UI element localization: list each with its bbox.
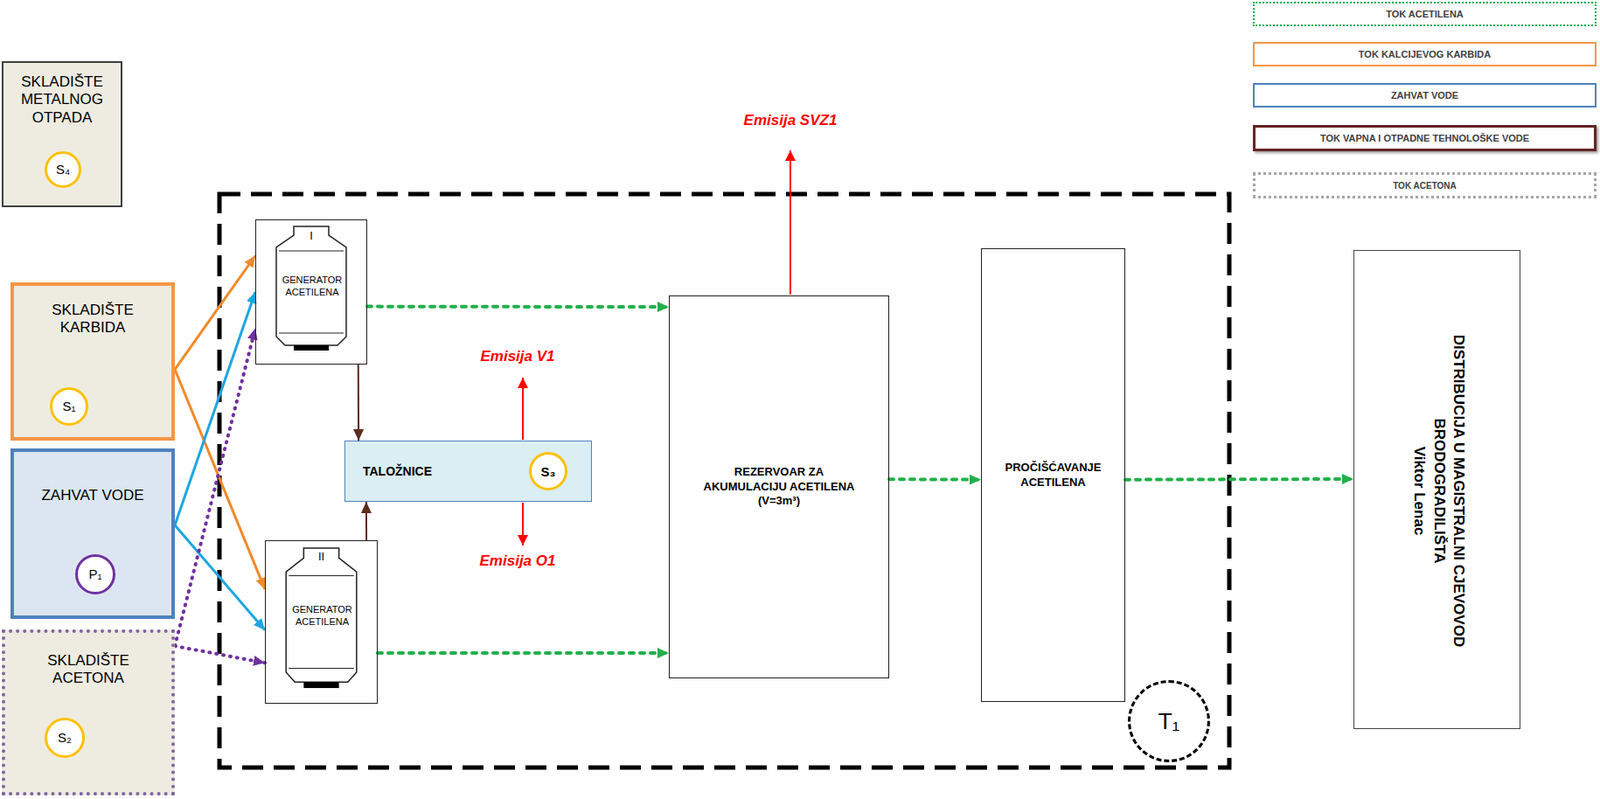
node-label: Viktor Lenac	[1408, 445, 1428, 536]
flow-connector	[377, 651, 669, 655]
emission-label: Emisija SVZ1	[744, 111, 838, 130]
node-label: GENERATOR ACETILENA	[277, 274, 348, 300]
legend-item: TOK ACETONA	[1252, 172, 1597, 199]
storage-box: SKLADIŠTE ACETONA S₂	[1, 629, 175, 796]
reservoir-box: REZERVOAR ZA AKUMULACIJU ACETILENA(V=3m³…	[668, 295, 890, 679]
node-label: REZERVOAR ZA AKUMULACIJU ACETILENA	[695, 465, 863, 495]
node-label: SKLADIŠTE METALNOG OTPADA	[10, 73, 114, 127]
legend-item: TOK VAPNA I OTPADNE TEHNOLOŠKE VODE	[1252, 125, 1597, 152]
flow-connector	[174, 369, 265, 591]
node-label: TALOŽNICE	[362, 464, 432, 479]
process-boundary	[219, 194, 1230, 768]
flow-connector	[174, 328, 256, 647]
legend-label: ZAHVAT VODE	[1391, 90, 1459, 101]
generator-box: II GENERATOR ACETILENA	[264, 540, 378, 704]
purification-box: PROČIŠĆAVANJE ACETILENA	[980, 248, 1126, 703]
distribution-box: DISTRIBUCIJA U MAGISTRALNI CJEVOVODBRODO…	[1353, 250, 1521, 730]
settling-tank-box: TALOŽNICE S₃	[344, 440, 592, 502]
node-label: SKLADIŠTE ACETONA	[27, 652, 150, 689]
node-label: DISTRIBUCIJA U MAGISTRALNI CJEVOVOD	[1447, 333, 1468, 647]
intake-circle: P₁	[75, 554, 116, 595]
node-label: GENERATOR ACETILENA	[286, 604, 358, 629]
callout-number: S₄	[55, 161, 70, 178]
flow-connector	[889, 477, 981, 481]
generator-vessel	[276, 226, 347, 351]
node-label: SKLADIŠTE KARBIDA	[31, 301, 154, 338]
flow-connector	[1125, 477, 1354, 482]
source-circle: S₁	[49, 387, 89, 426]
source-circle: S₃	[528, 452, 568, 491]
flow-connector	[174, 256, 256, 370]
legend-item: ZAHVAT VODE	[1252, 83, 1597, 108]
callout-number: P₁	[88, 566, 102, 583]
callout-number: T₁	[1158, 708, 1181, 736]
point-circle: T₁	[1127, 680, 1211, 763]
emission-arrow	[521, 502, 524, 546]
node-label: (V=3m³)	[758, 493, 800, 509]
emission-arrow	[789, 150, 792, 295]
flow-connector	[357, 364, 360, 441]
legend-label: TOK VAPNA I OTPADNE TEHNOLOŠKE VODE	[1320, 132, 1530, 144]
legend-label: TOK KALCIJEVOG KARBIDA	[1358, 48, 1491, 60]
storage-box: SKLADIŠTE KARBIDA S₁	[10, 282, 175, 441]
rotated-text-frame: DISTRIBUCIJA U MAGISTRALNI CJEVOVODBRODO…	[1358, 259, 1517, 722]
node-label: PROČIŠĆAVANJE ACETILENA	[989, 460, 1117, 491]
flow-connector	[367, 305, 669, 310]
node-label: ZAHVAT VODE	[40, 486, 146, 505]
node-label: I	[256, 229, 367, 244]
emission-arrow	[521, 377, 524, 440]
emission-label: Emisija O1	[480, 552, 557, 571]
node-label: II	[265, 549, 377, 564]
legend-item: TOK ACETILENA	[1252, 1, 1597, 27]
storage-box: SKLADIŠTE METALNOG OTPADA S₄	[1, 61, 123, 208]
water-intake-box: ZAHVAT VODE P₁	[10, 448, 175, 620]
legend-label: TOK ACETILENA	[1385, 8, 1464, 20]
legend-item: TOK KALCIJEVOG KARBIDA	[1252, 41, 1597, 67]
callout-number: S₃	[541, 464, 557, 480]
legend-label: TOK ACETONA	[1392, 180, 1457, 191]
callout-number: S₂	[57, 730, 72, 746]
flow-connector	[365, 501, 368, 541]
flow-connector	[174, 525, 265, 631]
node-label: BRODOGRADILIŠTA	[1427, 417, 1447, 564]
flow-connector	[174, 646, 265, 663]
generator-box: I GENERATOR ACETILENA	[255, 219, 368, 365]
emission-label: Emisija V1	[480, 347, 555, 366]
source-circle: S₄	[44, 151, 82, 188]
source-circle: S₂	[44, 717, 85, 759]
callout-number: S₁	[62, 398, 76, 415]
